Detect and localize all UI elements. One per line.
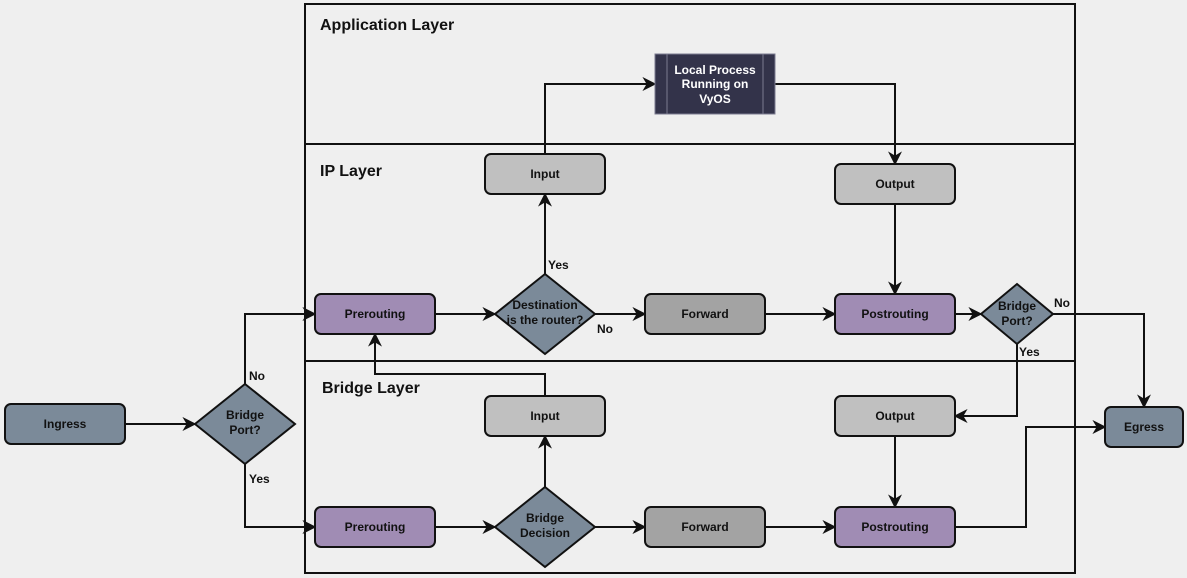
edge-label-destination-yes: Yes — [548, 258, 569, 272]
br-forward-node: Forward — [644, 506, 766, 548]
ip-destination-line-2: is the router? — [507, 313, 584, 327]
ip-output-label: Output — [875, 177, 914, 191]
egress-label: Egress — [1124, 420, 1164, 434]
ip-forward-label: Forward — [681, 307, 728, 321]
edge-bridge-port-yes-to-br-output — [953, 344, 1018, 423]
ip-input-label: Input — [530, 167, 559, 181]
bridge-port-egress-decision: Bridge Port? — [979, 282, 1055, 346]
ip-prerouting-label: Prerouting — [345, 307, 406, 321]
br-input-label: Input — [530, 409, 559, 423]
ip-input-node: Input — [484, 153, 606, 195]
edge-label-egress-no: No — [1054, 296, 1070, 310]
br-prerouting-label: Prerouting — [345, 520, 406, 534]
edge-br-postrouting-to-egress — [955, 420, 1107, 528]
br-decision-line-1: Bridge — [526, 511, 564, 525]
br-output-label: Output — [875, 409, 914, 423]
br-input-node: Input — [484, 395, 606, 437]
edge-label-egress-yes: Yes — [1019, 345, 1040, 359]
edge-ip-input-to-local-process — [544, 77, 657, 154]
ingress-node: Ingress — [4, 403, 126, 445]
local-process-line-1: Local Process — [674, 63, 756, 77]
ip-prerouting-node: Prerouting — [314, 293, 436, 335]
edge-bridge-port-no-to-ip-prerouting — [244, 307, 317, 384]
ip-destination-decision: Destination is the router? — [493, 272, 597, 356]
ip-destination-line-1: Destination — [512, 298, 577, 312]
edges — [125, 77, 1151, 534]
edge-br-input-to-ip-prerouting — [368, 332, 546, 396]
edge-label-ingress-no: No — [249, 369, 265, 383]
ip-postrouting-node: Postrouting — [834, 293, 956, 335]
bridge-port-ingress-decision: Bridge Port? — [193, 382, 297, 466]
egress-node: Egress — [1104, 406, 1184, 448]
ip-postrouting-label: Postrouting — [861, 307, 928, 321]
edge-label-destination-no: No — [597, 322, 613, 336]
ip-output-node: Output — [834, 163, 956, 205]
bridge-port-ingress-line-1: Bridge — [226, 408, 264, 422]
ingress-label: Ingress — [44, 417, 87, 431]
br-output-node: Output — [834, 395, 956, 437]
bridge-port-egress-line-2: Port? — [1001, 314, 1032, 328]
local-process-line-2: Running on — [682, 77, 749, 91]
edge-label-ingress-yes: Yes — [249, 472, 270, 486]
bridge-layer-title: Bridge Layer — [322, 380, 420, 397]
application-layer-title: Application Layer — [320, 17, 454, 34]
local-process-node: Local Process Running on VyOS — [654, 53, 776, 115]
edge-bridge-port-no-to-egress — [1053, 313, 1151, 409]
local-process-line-3: VyOS — [699, 92, 731, 106]
bridge-port-ingress-line-2: Port? — [229, 423, 260, 437]
br-forward-label: Forward — [681, 520, 728, 534]
ip-layer-title: IP Layer — [320, 163, 382, 180]
edge-local-process-to-ip-output — [775, 83, 902, 166]
bridge-layer-frame — [304, 360, 1076, 574]
edge-bridge-port-yes-to-br-prerouting — [244, 464, 317, 534]
br-prerouting-node: Prerouting — [314, 506, 436, 548]
br-postrouting-label: Postrouting — [861, 520, 928, 534]
br-postrouting-node: Postrouting — [834, 506, 956, 548]
br-decision-node: Bridge Decision — [493, 485, 597, 569]
br-decision-line-2: Decision — [520, 526, 570, 540]
ip-forward-node: Forward — [644, 293, 766, 335]
bridge-port-egress-line-1: Bridge — [998, 299, 1036, 313]
